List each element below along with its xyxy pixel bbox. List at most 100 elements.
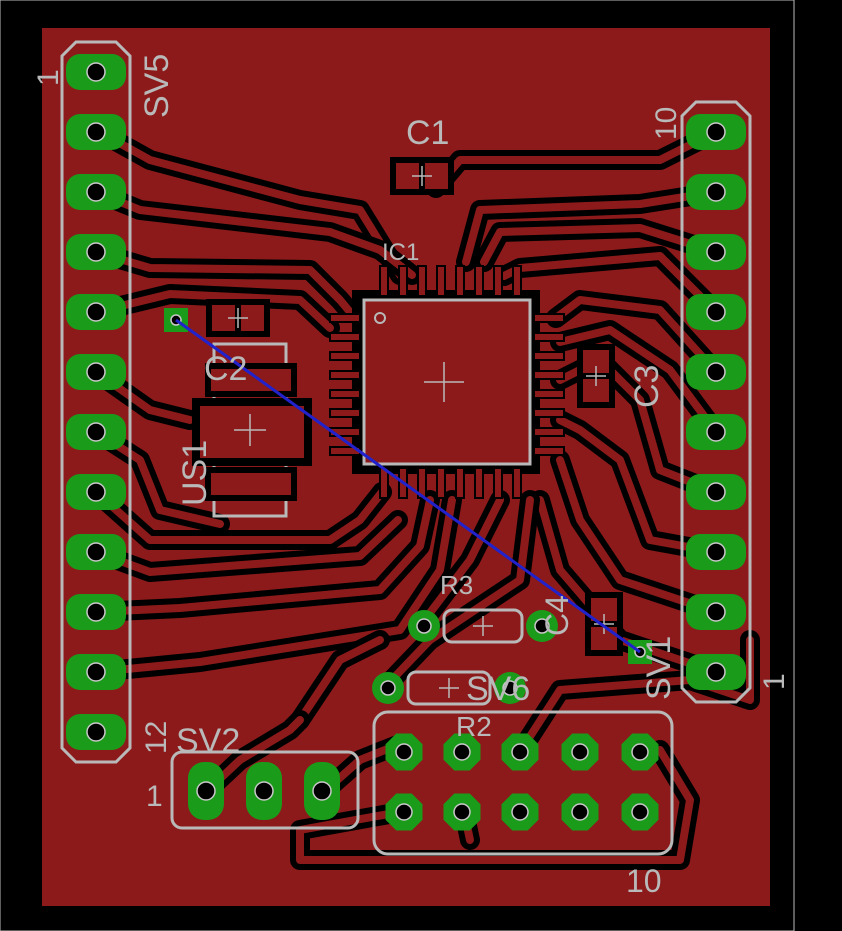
trace-12: [480, 224, 720, 266]
ic1-pin-bottom-2: [417, 467, 427, 499]
c4-pad-a: [591, 598, 617, 621]
sv6-pad-7-drill: [571, 743, 589, 761]
sv6-pad-6-drill: [511, 803, 529, 821]
ic1-pin-bottom-4: [455, 467, 465, 499]
ic1-pin-top-6: [493, 265, 503, 297]
ic1-pin1-marker: [374, 312, 386, 324]
label-sv5: SV5: [138, 54, 176, 118]
sv6-pad-2-drill: [395, 803, 413, 821]
ic1-pin-bottom-3: [436, 467, 446, 499]
us1-pad-1: [205, 467, 297, 501]
ic1-pin-right-2: [533, 351, 565, 361]
label-sv1: SV1: [640, 636, 678, 700]
sv2-pad-1: [188, 762, 224, 820]
sv6-pad-8: [561, 793, 599, 831]
sv6-pad-5: [501, 733, 539, 771]
sv6-outline: [372, 710, 674, 856]
sv5-pad-11-drill: [86, 662, 106, 682]
us1: [192, 342, 312, 518]
ic1-pin-left-1: [329, 332, 361, 342]
sv1-pad-7-drill: [706, 302, 726, 322]
ic1-pin-top-3: [436, 265, 446, 297]
ic1-pin-top-7: [512, 265, 522, 297]
label-r2: R2: [456, 711, 492, 742]
label-sv6: SV6: [466, 670, 530, 708]
label-sv1-pin10: 10: [650, 107, 683, 140]
airwire: [175, 318, 641, 654]
trace-11: [462, 188, 720, 266]
sv5-pad-8: [66, 474, 126, 510]
sv1-pad-1-drill: [706, 662, 726, 682]
sv5-pad-8-drill: [86, 482, 106, 502]
sv1-pad-2-drill: [706, 602, 726, 622]
label-sv5-pin12: 12: [140, 721, 173, 754]
sv5-pad-3: [66, 174, 126, 210]
sv1-pad-4: [686, 474, 746, 510]
us1-origin: [234, 414, 266, 446]
ic1-pin-bottom-6: [493, 467, 503, 499]
sv1-pad-1: [686, 654, 746, 690]
c1: [390, 157, 454, 195]
components: [60, 40, 752, 856]
label-sv1-pin1: 1: [758, 673, 791, 690]
c1-origin: [412, 166, 432, 186]
r3-origin: [473, 616, 493, 636]
sv1-pad-2: [686, 594, 746, 630]
trace-2: [92, 248, 354, 316]
sv6-pad-1: [385, 733, 423, 771]
sv6-pad-5-drill: [511, 743, 529, 761]
sv5-pad-6: [66, 354, 126, 390]
trace-17: [556, 416, 720, 556]
sv5-pad-4: [66, 234, 126, 270]
sv6-pad-3: [443, 733, 481, 771]
sv5-pad-9-drill: [86, 542, 106, 562]
sv5-pad-2-drill: [86, 122, 106, 142]
c2: [206, 299, 270, 337]
c1-pad-b: [425, 163, 448, 189]
c3: [577, 344, 615, 408]
sv5-pad-2: [66, 114, 126, 150]
sv5-pad-1-drill: [86, 62, 106, 82]
sv6-pad-8-drill: [571, 803, 589, 821]
sv1-pad-6-drill: [706, 362, 726, 382]
sv2-outline: [170, 750, 360, 830]
trace-9: [92, 496, 456, 676]
sv6-pad-7: [561, 733, 599, 771]
sv6-pad-6: [501, 793, 539, 831]
sv2-pad-3: [304, 762, 340, 820]
ic1-pin-right-5: [533, 408, 565, 418]
sv6-pad-4: [443, 793, 481, 831]
sv2-pad-drill-1: [196, 781, 216, 801]
trace-18: [556, 456, 720, 616]
r2: [372, 670, 526, 706]
ic1-pin-right-6: [533, 427, 565, 437]
ic1-pin-top-1: [398, 265, 408, 297]
c2-pad-b: [241, 305, 264, 331]
ic1-pin-bottom-7: [512, 467, 522, 499]
label-c1: C1: [406, 114, 449, 152]
sv5-pad-11: [66, 654, 126, 690]
sv1-pad-3-drill: [706, 542, 726, 562]
trace-0: [92, 126, 404, 279]
sv5-pad-5: [66, 294, 126, 330]
sv5-pad-10-drill: [86, 602, 106, 622]
ic1-origin: [424, 362, 464, 402]
trace-14: [552, 296, 720, 376]
sv5-pad-7-drill: [86, 422, 106, 442]
sv2-pad-2: [246, 762, 282, 820]
sv5-pad-9: [66, 534, 126, 570]
sv1-pad-8-drill: [706, 242, 726, 262]
trace-23: [204, 716, 304, 794]
trace-20: [416, 496, 504, 630]
label-sv2: SV2: [176, 722, 240, 760]
trace-6: [92, 488, 386, 544]
ic1-pin-left-0: [329, 313, 361, 323]
c3-pad-a: [583, 350, 609, 373]
r2-drill-0: [380, 680, 396, 696]
r2-body: [406, 670, 492, 706]
r2-drill-1: [502, 680, 518, 696]
c3-origin: [586, 366, 606, 386]
label-ic1: IC1: [382, 239, 419, 266]
sv6-pad-3-drill: [453, 743, 471, 761]
r3-drill-0: [416, 618, 432, 634]
